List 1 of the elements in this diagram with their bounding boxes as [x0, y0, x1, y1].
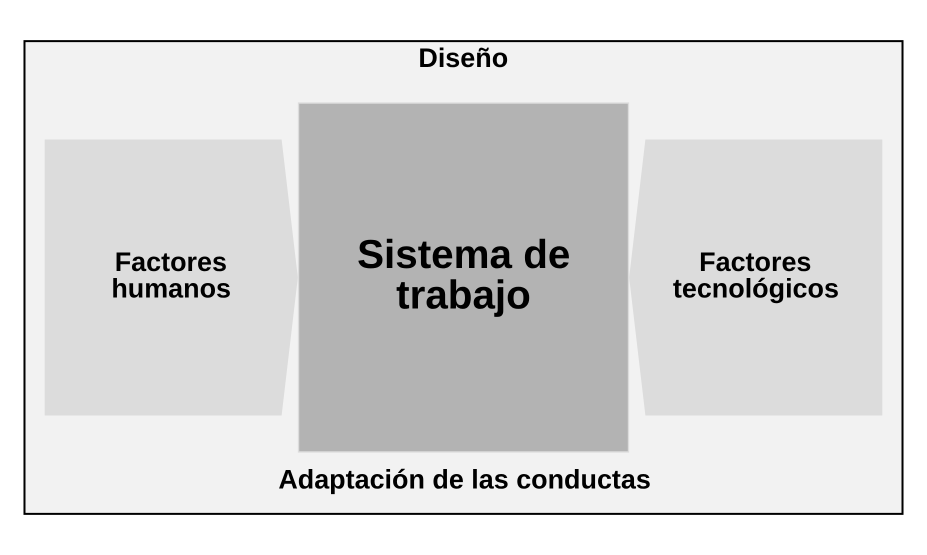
node-box: Sistema de trabajo — [298, 102, 630, 453]
